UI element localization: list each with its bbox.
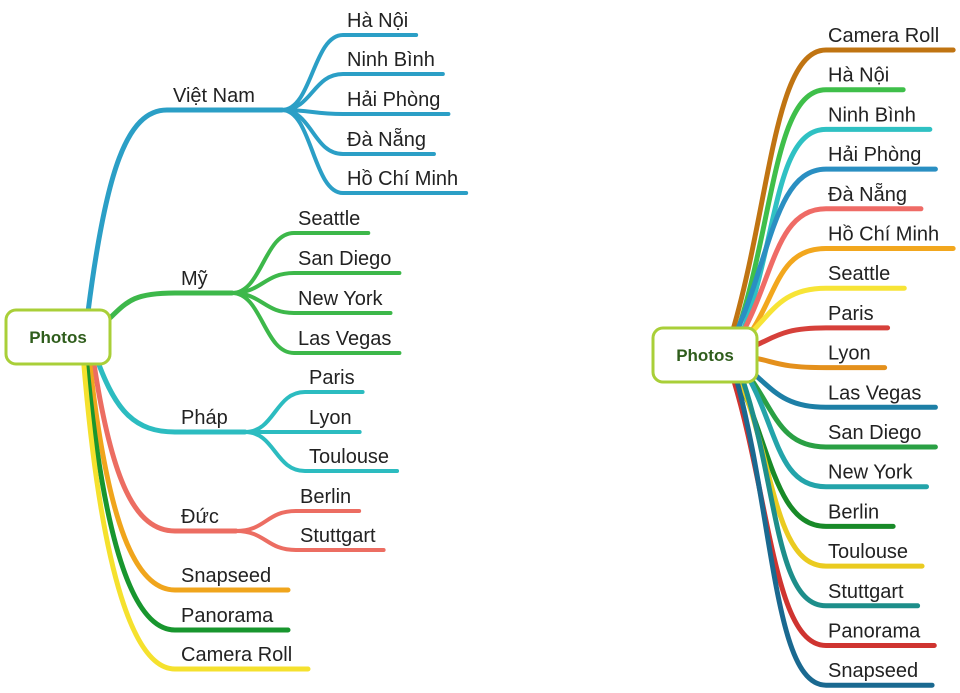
branch-label-ninh-binh[interactable]: Ninh Bình xyxy=(828,104,916,126)
leaf-label-ho-chi-minh[interactable]: Hồ Chí Minh xyxy=(347,168,458,190)
branch-link-right-da-nang xyxy=(731,206,924,350)
leaf-label-ninh-binh[interactable]: Ninh Bình xyxy=(347,49,435,71)
leaf-label-toulouse[interactable]: Toulouse xyxy=(309,446,389,468)
branch-link-my xyxy=(107,290,235,321)
leaf-link-toulouse xyxy=(243,430,400,473)
branch-label-camera-roll[interactable]: Camera Roll xyxy=(181,644,292,666)
branch-label-san-diego[interactable]: San Diego xyxy=(828,422,921,444)
root-node-label: Photos xyxy=(29,328,87,347)
root-node-label: Photos xyxy=(676,346,734,365)
branch-label-toulouse[interactable]: Toulouse xyxy=(828,541,908,563)
branch-label-da-nang[interactable]: Đà Nẵng xyxy=(828,183,907,206)
root-node-left[interactable]: Photos xyxy=(4,308,112,366)
branch-label-berlin[interactable]: Berlin xyxy=(828,501,879,523)
branch-link-phap xyxy=(95,359,248,435)
branch-link-right-new-york xyxy=(735,358,929,490)
branch-label-panorama[interactable]: Panorama xyxy=(181,605,274,627)
leaf-link-stuttgart xyxy=(234,529,386,552)
root-node-right[interactable]: Photos xyxy=(651,326,759,384)
branch-label-stuttgart[interactable]: Stuttgart xyxy=(828,581,904,603)
branch-link-camera-roll xyxy=(81,363,311,672)
branch-link-right-snapseed xyxy=(731,367,935,688)
branch-link-snapseed xyxy=(87,363,291,593)
branch-link-panorama xyxy=(84,363,291,633)
leaf-label-san-diego[interactable]: San Diego xyxy=(298,248,391,270)
branch-label-panorama[interactable]: Panorama xyxy=(828,621,921,643)
branch-label-snapseed[interactable]: Snapseed xyxy=(828,660,918,682)
branch-link-right-hai-phong xyxy=(727,166,938,349)
branch-label-paris[interactable]: Paris xyxy=(828,303,874,325)
leaf-link-ho-chi-minh xyxy=(280,108,469,195)
leaf-link-las-vegas xyxy=(230,291,402,355)
branch-label-ha-noi[interactable]: Hà Nội xyxy=(828,65,889,87)
root-node-box xyxy=(651,326,759,384)
leaf-label-las-vegas[interactable]: Las Vegas xyxy=(298,328,391,350)
leaf-label-da-nang[interactable]: Đà Nẵng xyxy=(347,128,426,151)
branch-link-right-ha-noi xyxy=(731,87,906,345)
leaf-label-paris[interactable]: Paris xyxy=(309,367,355,389)
leaf-label-ha-noi[interactable]: Hà Nội xyxy=(347,10,408,32)
leaf-label-lyon[interactable]: Lyon xyxy=(309,407,352,429)
branch-link-right-camera-roll xyxy=(727,47,956,343)
branch-link-duc xyxy=(91,361,239,534)
leaf-label-hai-phong[interactable]: Hải Phòng xyxy=(347,89,440,111)
leaf-label-seattle[interactable]: Seattle xyxy=(298,208,360,230)
branch-label-las-vegas[interactable]: Las Vegas xyxy=(828,382,921,404)
branch-label-lyon[interactable]: Lyon xyxy=(828,343,871,365)
branch-label-viet-nam[interactable]: Việt Nam xyxy=(173,85,255,107)
root-node-box xyxy=(4,308,112,366)
branch-label-phap[interactable]: Pháp xyxy=(181,407,228,429)
branch-label-hai-phong[interactable]: Hải Phòng xyxy=(828,144,921,166)
branch-link-right-ninh-binh xyxy=(735,126,933,347)
branch-link-viet-nam xyxy=(85,107,285,315)
branch-label-ho-chi-minh[interactable]: Hồ Chí Minh xyxy=(828,224,939,246)
leaf-label-new-york[interactable]: New York xyxy=(298,288,383,310)
branch-link-right-stuttgart xyxy=(735,363,921,609)
branch-label-my[interactable]: Mỹ xyxy=(181,268,208,290)
branch-label-duc[interactable]: Đức xyxy=(181,506,219,528)
branch-label-snapseed[interactable]: Snapseed xyxy=(181,565,271,587)
links-layer xyxy=(81,33,956,688)
leaf-label-stuttgart[interactable]: Stuttgart xyxy=(300,525,376,547)
branch-label-new-york[interactable]: New York xyxy=(828,462,913,484)
branch-label-camera-roll[interactable]: Camera Roll xyxy=(828,25,939,47)
leaf-label-berlin[interactable]: Berlin xyxy=(300,486,351,508)
branch-label-seattle[interactable]: Seattle xyxy=(828,263,890,285)
